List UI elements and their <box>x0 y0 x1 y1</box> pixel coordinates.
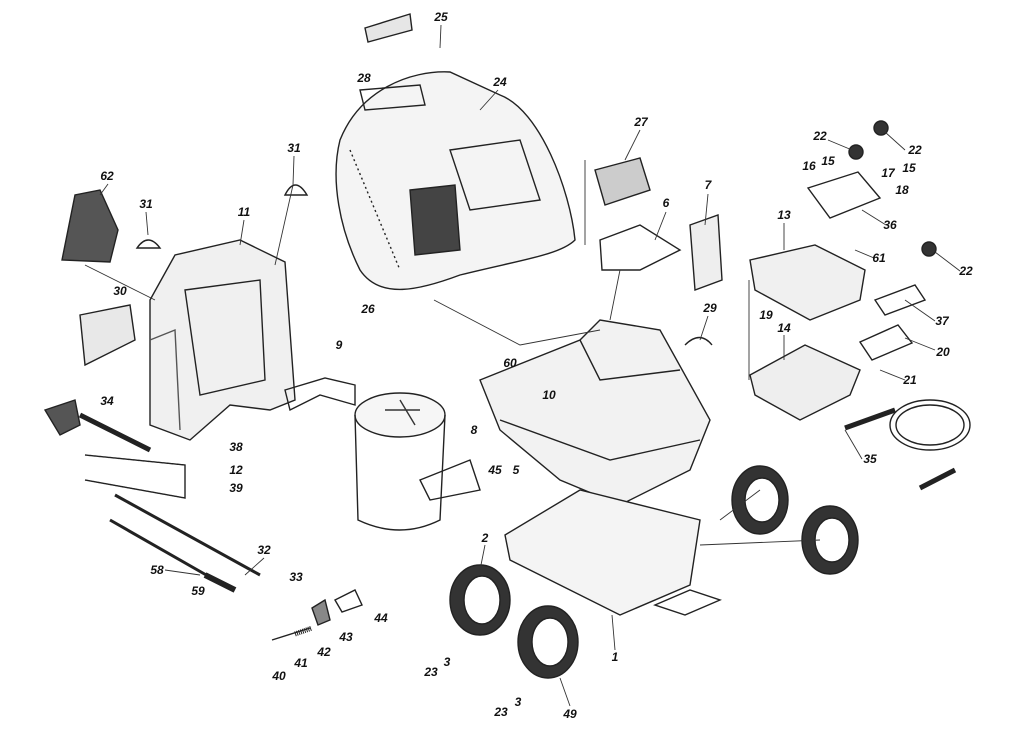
part-label: 15 <box>902 161 916 175</box>
part-label: 60 <box>503 356 517 370</box>
part-label: 32 <box>257 543 271 557</box>
motor-part <box>354 392 481 531</box>
part-label: 45 <box>488 463 502 477</box>
part-label: 1 <box>611 650 619 664</box>
part-label: 8 <box>470 423 478 437</box>
plate-36-part <box>806 171 882 219</box>
part-label: 2 <box>481 531 489 545</box>
part-label: 58 <box>150 563 164 577</box>
part-label: 27 <box>634 115 648 129</box>
part-label: 61 <box>872 251 886 265</box>
part-label: 36 <box>883 218 897 232</box>
plate-37-part <box>873 284 927 316</box>
part-label: 18 <box>895 183 909 197</box>
part-label: 9 <box>335 338 343 352</box>
part-label: 34 <box>100 394 114 408</box>
part-label: 44 <box>374 611 388 625</box>
part-label: 21 <box>903 373 917 387</box>
screw-40-part <box>271 627 311 641</box>
part-label: 23 <box>494 705 508 719</box>
part-label: 26 <box>361 302 375 316</box>
part-label: 20 <box>936 345 950 359</box>
part-label: 7 <box>704 178 712 192</box>
part-label: 40 <box>272 669 286 683</box>
bracket-30-part <box>79 304 136 367</box>
knob-22-part <box>921 241 937 257</box>
part-label: 31 <box>287 141 301 155</box>
wheel-part <box>731 465 789 535</box>
part-label: 5 <box>512 463 520 477</box>
part-label: 13 <box>777 208 791 222</box>
bracket-6-part <box>599 224 682 271</box>
cap-31-part <box>135 239 162 249</box>
part-label: 3 <box>443 655 451 669</box>
part-label: 30 <box>113 284 127 298</box>
plate-part <box>653 589 722 616</box>
part-label: 24 <box>493 75 507 89</box>
control-box-14-part <box>749 344 861 421</box>
part-label: 35 <box>863 452 877 466</box>
part-label: 31 <box>139 197 153 211</box>
cover-62-part <box>61 189 119 263</box>
part-label: 42 <box>317 645 331 659</box>
part-label: 16 <box>802 159 816 173</box>
part-label: 43 <box>339 630 353 644</box>
leader-lines <box>84 24 961 707</box>
part-label: 15 <box>821 154 835 168</box>
part-label: 17 <box>881 166 895 180</box>
part-label: 37 <box>935 314 949 328</box>
part-label: 62 <box>100 169 114 183</box>
knob-22-part <box>873 120 889 136</box>
wheel-part <box>449 564 511 636</box>
base-tray-part <box>479 319 711 506</box>
cap-31-part <box>283 184 309 196</box>
part-label: 3 <box>514 695 522 709</box>
frame-part <box>149 239 296 441</box>
part-label: 11 <box>237 205 251 219</box>
part-label: 23 <box>424 665 438 679</box>
part-label: 39 <box>229 481 243 495</box>
hose-part <box>844 399 971 491</box>
wheel-part <box>517 605 579 679</box>
bracket-43-part <box>334 589 363 613</box>
knob-22-part <box>848 144 864 160</box>
housing-cover-part <box>335 13 576 291</box>
part-label: 38 <box>229 440 243 454</box>
plate-7-part <box>689 214 723 291</box>
spray-gun-part <box>43 399 261 593</box>
part-label: 14 <box>777 321 791 335</box>
part-label: 28 <box>357 71 371 85</box>
part-label: 12 <box>229 463 243 477</box>
plate-20-part <box>858 324 914 361</box>
part-label: 33 <box>289 570 303 584</box>
bracket-9-part <box>284 377 356 412</box>
part-label: 22 <box>908 143 922 157</box>
part-label: 41 <box>294 656 308 670</box>
cover-27-part <box>594 157 651 206</box>
part-label: 22 <box>813 129 827 143</box>
part-label: 19 <box>759 308 773 322</box>
part-label: 22 <box>959 264 973 278</box>
part-label: 6 <box>662 196 670 210</box>
part-label: 29 <box>703 301 717 315</box>
part-label: 25 <box>434 10 448 24</box>
part-label: 10 <box>542 388 556 402</box>
chassis-part <box>504 489 701 616</box>
bracket-29-part <box>684 336 713 346</box>
part-label: 49 <box>563 707 577 721</box>
control-box-13-part <box>749 244 866 321</box>
wheel-part <box>801 505 859 575</box>
trigger-42-part <box>311 598 331 626</box>
part-label: 59 <box>191 584 205 598</box>
